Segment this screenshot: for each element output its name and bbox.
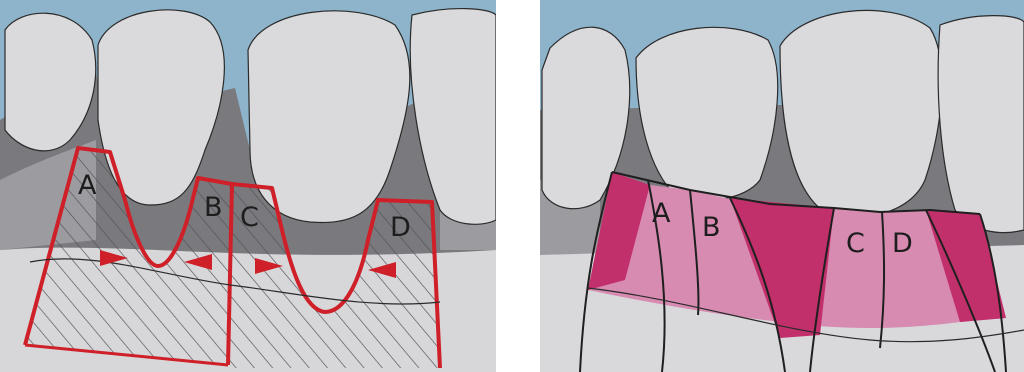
label-c: C (846, 228, 865, 259)
left-diagram: A B C D (0, 0, 496, 372)
label-c: C (240, 202, 259, 233)
left-diagram-panel: A B C D (0, 0, 496, 372)
label-d: D (892, 228, 913, 259)
label-b: B (702, 212, 721, 243)
label-a: A (652, 198, 671, 229)
label-b: B (204, 192, 223, 223)
right-diagram-panel: A B C D (540, 0, 1024, 372)
right-diagram: A B C D (540, 0, 1024, 372)
tooth-center-right (780, 10, 942, 217)
label-a: A (78, 170, 97, 201)
label-d: D (390, 212, 411, 243)
